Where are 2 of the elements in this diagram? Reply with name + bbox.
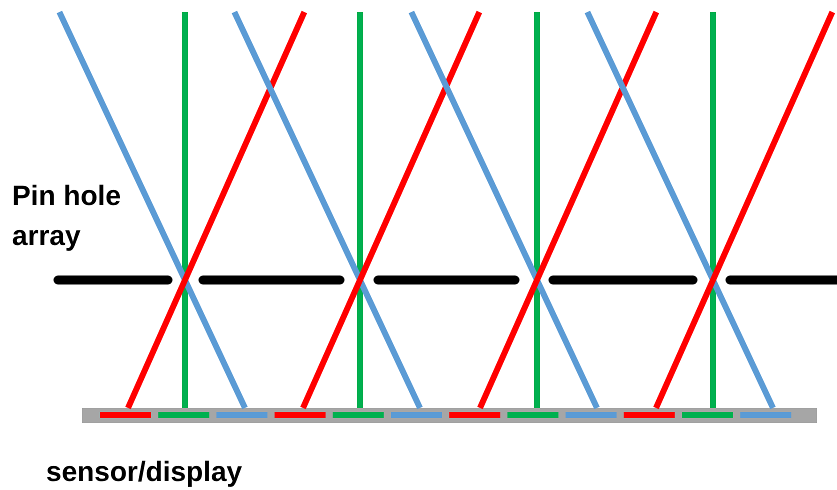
part-label: Pin hole array bbox=[12, 179, 122, 253]
part-label: sensor/display bbox=[46, 455, 244, 489]
